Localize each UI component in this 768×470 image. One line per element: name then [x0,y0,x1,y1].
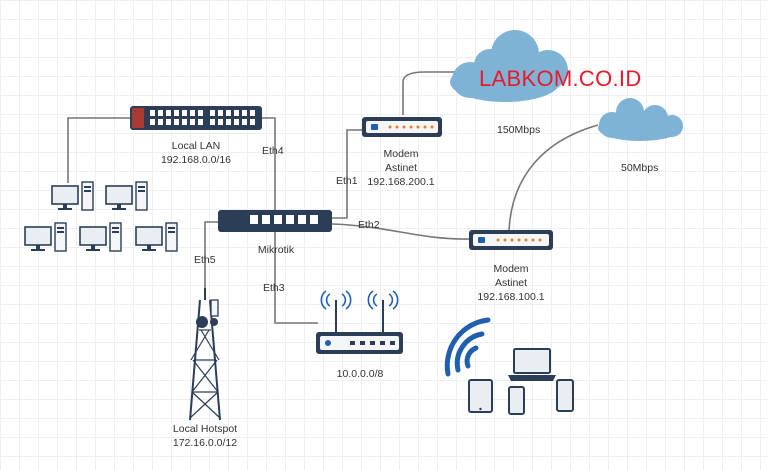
port-label-eth4: Eth4 [262,145,284,157]
link-eth1 [332,129,362,219]
port-label-eth1: Eth1 [336,175,358,187]
modem-icon-1 [362,117,442,137]
laptop-icon [508,348,556,381]
link-lan-pcs [67,117,132,183]
port-label-eth3: Eth3 [263,282,285,294]
tablet-icon [468,379,493,413]
modem2-label: Modem Astinet 192.168.100.1 [466,262,556,304]
modem1-address: 192.168.200.1 [367,176,435,188]
pc-icon-3 [24,222,67,252]
pc-icon-5 [135,222,178,252]
link-modem2-cloud [508,124,599,231]
tower-icon [189,288,221,421]
primary-speed-label: 150Mbps [497,124,541,136]
modem1-name: Modem [383,148,419,160]
cloud-icon-primary [450,30,568,102]
pc-icon-4 [79,222,122,252]
access-point-icon [316,290,403,354]
modem2-sub: Astinet [494,277,528,289]
modem-icon-2 [469,230,553,250]
phone-icon-1 [508,386,525,415]
modem1-label: Modem Astinet 192.168.200.1 [356,147,446,189]
port-label-eth2: Eth2 [358,219,380,231]
link-eth3 [274,232,318,324]
tower-name: Local Hotspot [172,423,238,435]
brand-watermark: LABKOM.CO.ID [479,66,642,91]
switch-name: Local LAN [171,140,221,152]
cloud-icon-secondary [598,98,683,141]
router-icon [218,210,332,232]
link-lan-mikrotik [262,117,276,210]
link-modem1-cloud [402,71,465,115]
secondary-speed-label: 50Mbps [621,162,659,174]
port-label-eth5: Eth5 [194,254,216,266]
switch-label: Local LAN 192.168.0.0/16 [146,139,246,167]
link-eth5 [204,221,220,295]
switch-address: 192.168.0.0/16 [160,154,232,166]
pc-icon-1 [51,181,94,211]
link-eth2 [331,223,471,240]
modem2-address: 192.168.100.1 [477,291,545,303]
pc-icon-2 [105,181,148,211]
router-label: Mikrotik [257,244,295,256]
phone-icon-2 [556,379,574,412]
tower-label: Local Hotspot 172.16.0.0/12 [155,422,255,450]
modem2-name: Modem [493,263,529,275]
access-point-label: 10.0.0.0/8 [336,368,384,380]
tower-address: 172.16.0.0/12 [172,437,238,449]
modem1-sub: Astinet [384,162,418,174]
wifi-icon [444,317,491,377]
switch-icon [130,106,262,130]
